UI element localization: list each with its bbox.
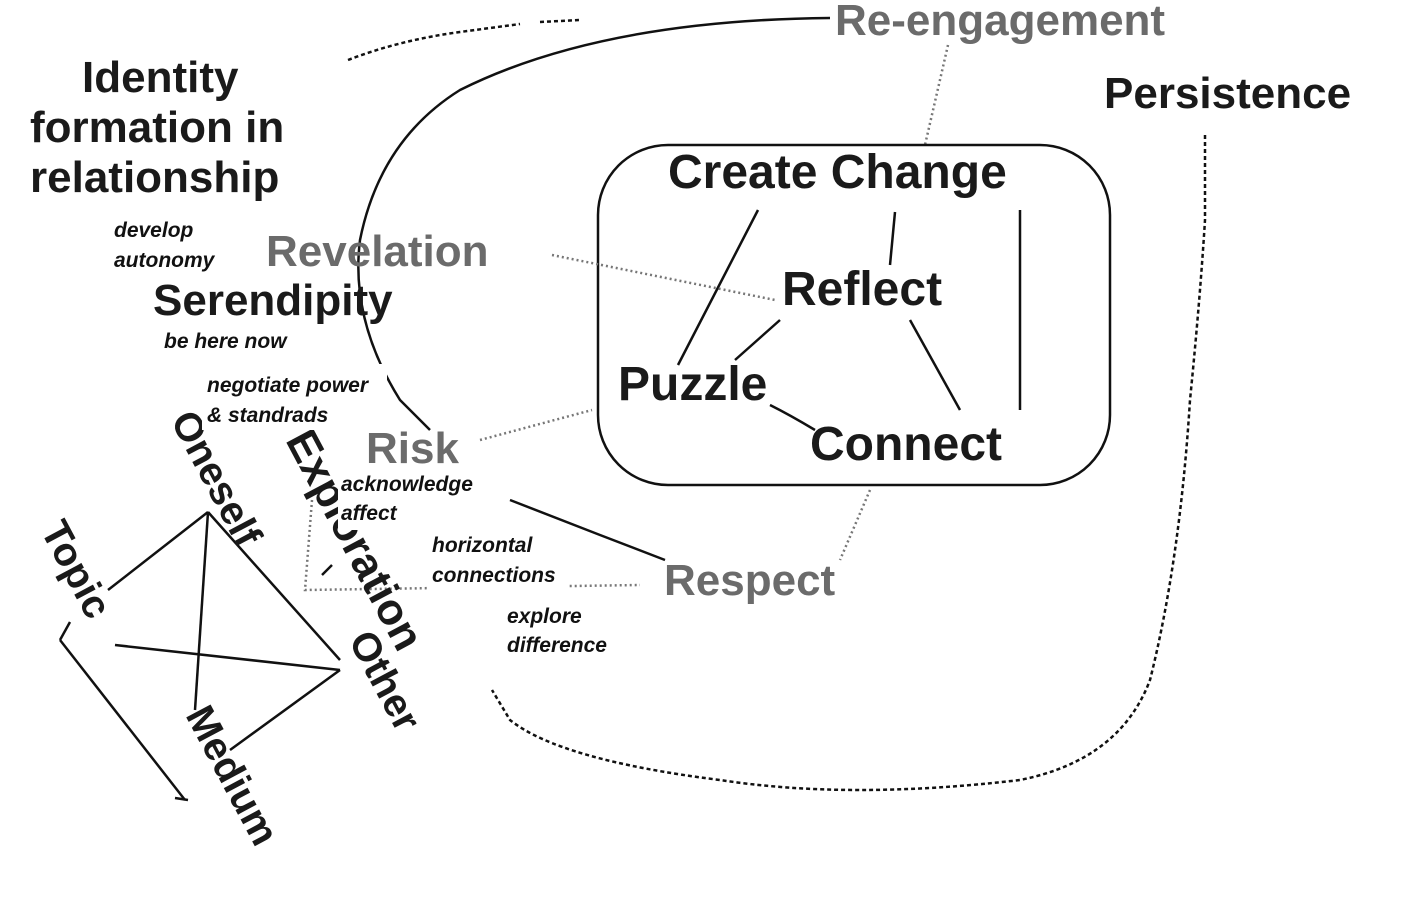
note-bg-negotiate	[202, 364, 387, 430]
puzzle-to-connect-line	[769, 403, 816, 432]
oneself-to-topic-line	[107, 511, 209, 591]
topic-label: Topic	[32, 514, 120, 626]
revelation-label: Revelation	[266, 227, 489, 276]
note-be-here-now: be here now	[164, 330, 288, 353]
note-bg-horizontal	[428, 525, 568, 591]
oneself-to-medium-line	[193, 511, 210, 711]
note-negotiate-power: negotiate power	[207, 374, 370, 397]
oneself-to-other-line	[207, 511, 341, 661]
create-change-label: Create Change	[668, 146, 1007, 199]
connect-label: Connect	[810, 418, 1002, 471]
re-engagement-label: Re-engagement	[835, 0, 1165, 45]
note-difference: difference	[507, 634, 607, 657]
topic-to-other-line	[114, 643, 341, 672]
risk-to-puzzle-connector	[479, 408, 593, 442]
change-to-reflect-line	[888, 211, 897, 266]
identity-label-line3: relationship	[30, 153, 279, 202]
identity-top-dashed-connector	[347, 18, 581, 62]
other-to-medium-line	[229, 668, 341, 752]
note-acknowledge: acknowledge	[341, 473, 473, 496]
note-bg-be-here-now	[160, 322, 300, 356]
core-cycle-frame	[596, 143, 1112, 487]
persistence-label: Persistence	[1104, 69, 1351, 118]
note-affect: affect	[341, 502, 398, 525]
note-autonomy: autonomy	[114, 249, 216, 272]
reflect-to-connect-line	[908, 319, 962, 411]
serendipity-label: Serendipity	[153, 276, 393, 325]
note-bg-acknowledge	[338, 464, 488, 530]
reflect-to-puzzle-line	[734, 319, 781, 361]
risk-to-respect-line	[509, 498, 666, 562]
change-to-puzzle-line	[676, 209, 760, 366]
connect-to-respect-connector	[838, 489, 872, 561]
respect-label: Respect	[664, 556, 836, 605]
reengagement-to-change-connector	[923, 44, 950, 146]
identity-label-line2: formation in	[30, 103, 284, 152]
revelation-to-reflect-connector	[551, 253, 776, 302]
note-connections: connections	[432, 564, 556, 587]
note-bg-explore	[503, 596, 621, 662]
note-develop: develop	[114, 219, 194, 242]
medium-arrow-end	[174, 796, 189, 802]
note-explore: explore	[507, 605, 582, 628]
reflect-label: Reflect	[782, 263, 942, 316]
topic-arrow-left	[58, 621, 72, 641]
exploration-dotted-bracket	[303, 499, 641, 592]
reengagement-outer-loop	[357, 16, 831, 431]
note-horizontal: horizontal	[432, 534, 533, 557]
identity-label-line1: Identity	[82, 53, 239, 102]
topic-to-medium-line	[59, 639, 186, 801]
puzzle-label: Puzzle	[618, 358, 767, 411]
exploration-tick	[321, 564, 333, 576]
note-standrads: & standrads	[207, 404, 328, 427]
